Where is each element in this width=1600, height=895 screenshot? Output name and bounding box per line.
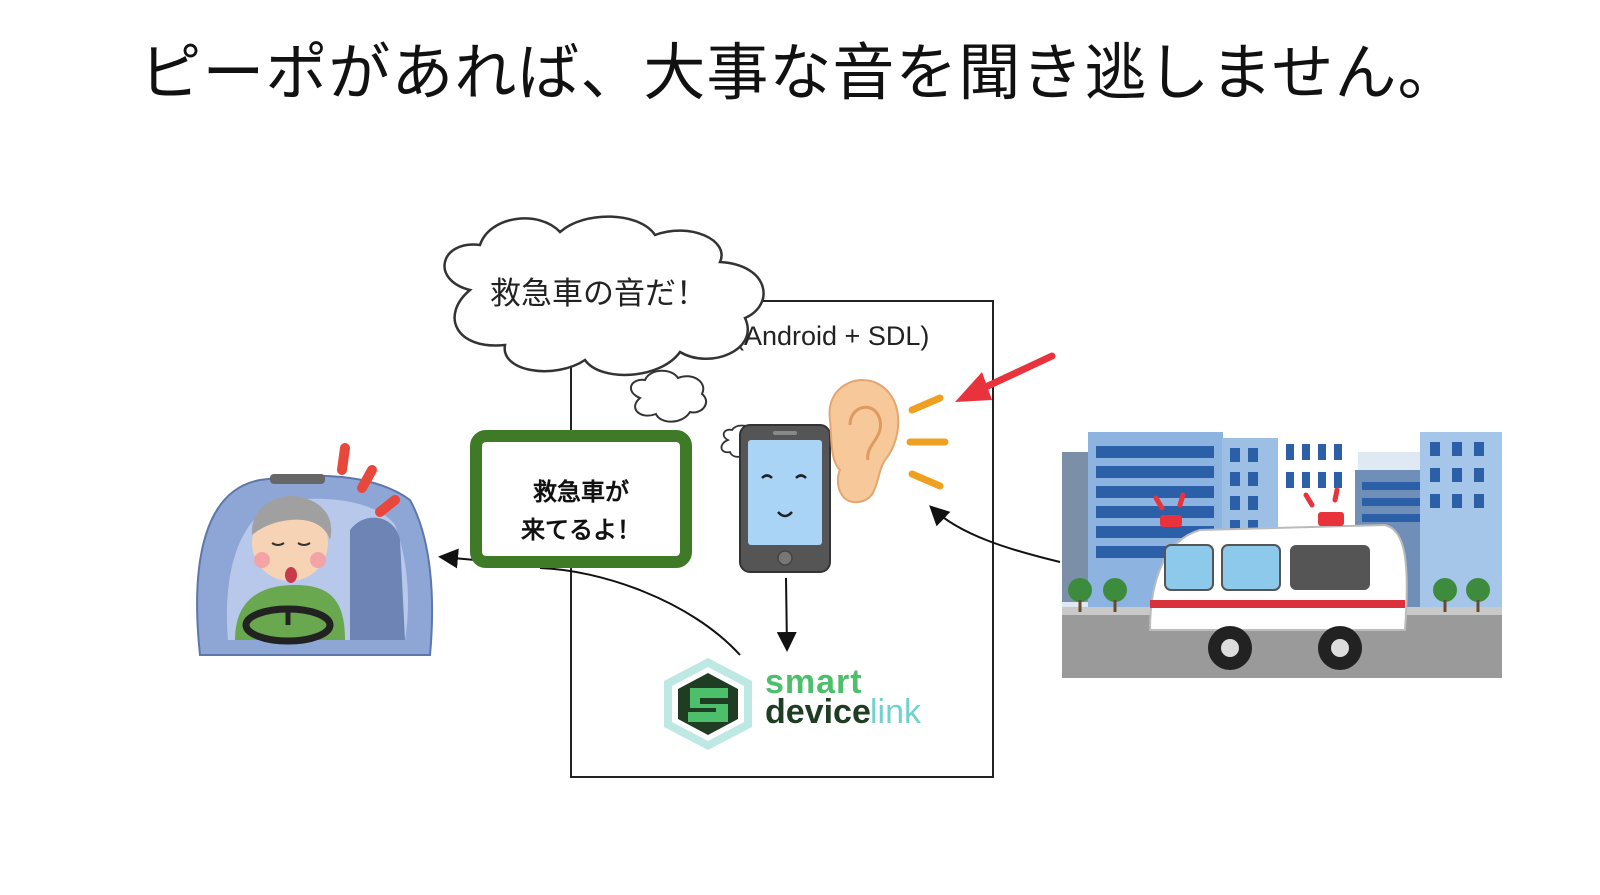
connector-arrows	[438, 505, 1061, 656]
notification-line-1: 救急車が	[533, 478, 629, 506]
sdl-logo-icon	[664, 658, 752, 750]
alert-arrow-icon	[955, 352, 1056, 402]
driver-car-illustration	[196, 443, 434, 656]
sound-wave-icon	[906, 394, 949, 490]
ear-icon	[828, 379, 900, 504]
notification-line-2: 来てるよ！	[521, 516, 641, 544]
page-title: ピーポがあれば、大事な音を聞き逃しません。	[139, 36, 1461, 109]
smartphone-icon	[739, 424, 831, 573]
thought-bubble-text: 救急車の音だ！	[490, 276, 707, 312]
notification-card: 救急車が 来てるよ！	[470, 430, 692, 568]
system-label: (Android + SDL)	[735, 321, 930, 351]
sdl-logo-smart: smart	[765, 663, 863, 701]
sdl-logo-device: device	[765, 693, 871, 731]
sdl-logo-link: link	[870, 693, 922, 731]
thought-cloud	[443, 215, 765, 377]
ambulance-scene-illustration	[1062, 432, 1502, 678]
small-thought-cloud	[630, 369, 708, 423]
